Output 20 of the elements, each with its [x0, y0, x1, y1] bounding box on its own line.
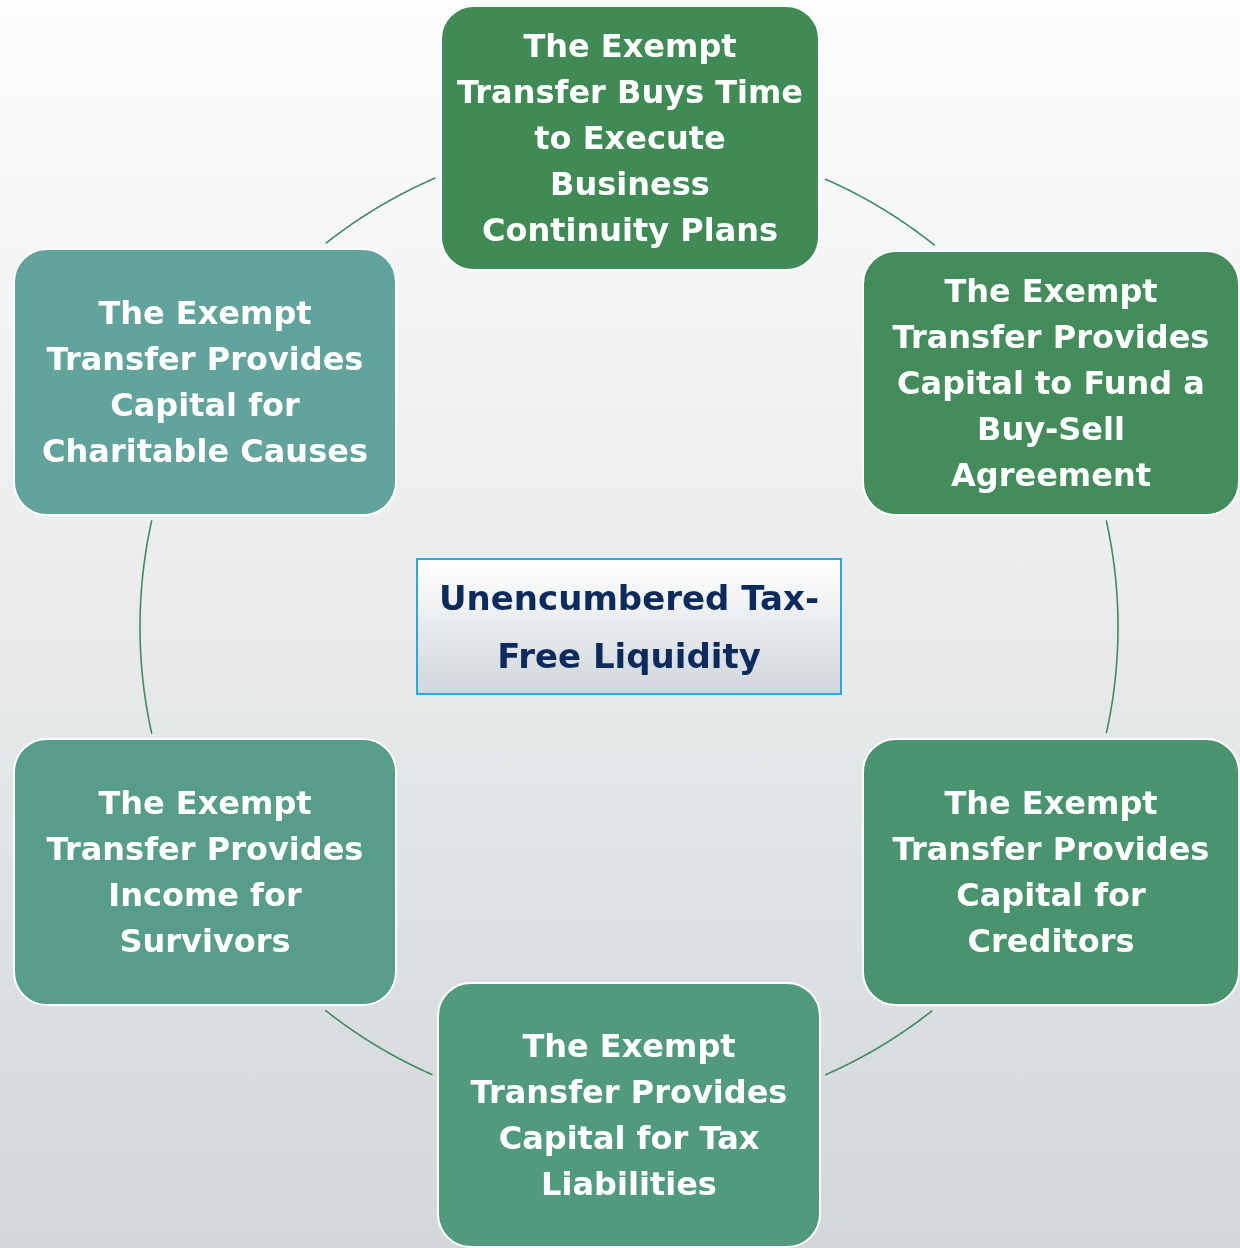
- benefit-box: [862, 738, 1240, 1006]
- center-box: [416, 558, 842, 695]
- benefit-box: [13, 248, 397, 516]
- box-text: The Exempt Transfer Provides Capital for Tax Liabilities: [469, 1026, 789, 1205]
- benefit-box: [862, 250, 1240, 516]
- connector-arc: [824, 1009, 933, 1076]
- connector-arc: [324, 1009, 434, 1076]
- box-text: The Exempt Transfer Buys Time to Execute Business Continuity Plans: [455, 26, 805, 251]
- benefit-box: [13, 738, 397, 1006]
- connector-arc: [139, 519, 153, 735]
- benefit-box: [440, 5, 820, 271]
- box-text: The Exempt Transfer Provides Income for Survivors: [45, 783, 365, 962]
- box-text: The Exempt Transfer Provides Capital to Fund a Buy-Sell Agreement: [891, 271, 1211, 496]
- connector-arc: [324, 177, 437, 245]
- box-text: The Exempt Transfer Provides Capital for Creditors: [891, 783, 1211, 962]
- connector-arc: [1105, 519, 1119, 734]
- box-text: Unencumbered Tax-Free Liquidity: [437, 576, 821, 678]
- connector-arc: [824, 178, 936, 247]
- box-text: The Exempt Transfer Provides Capital for Charitable Causes: [41, 293, 369, 472]
- benefit-box: [437, 982, 821, 1248]
